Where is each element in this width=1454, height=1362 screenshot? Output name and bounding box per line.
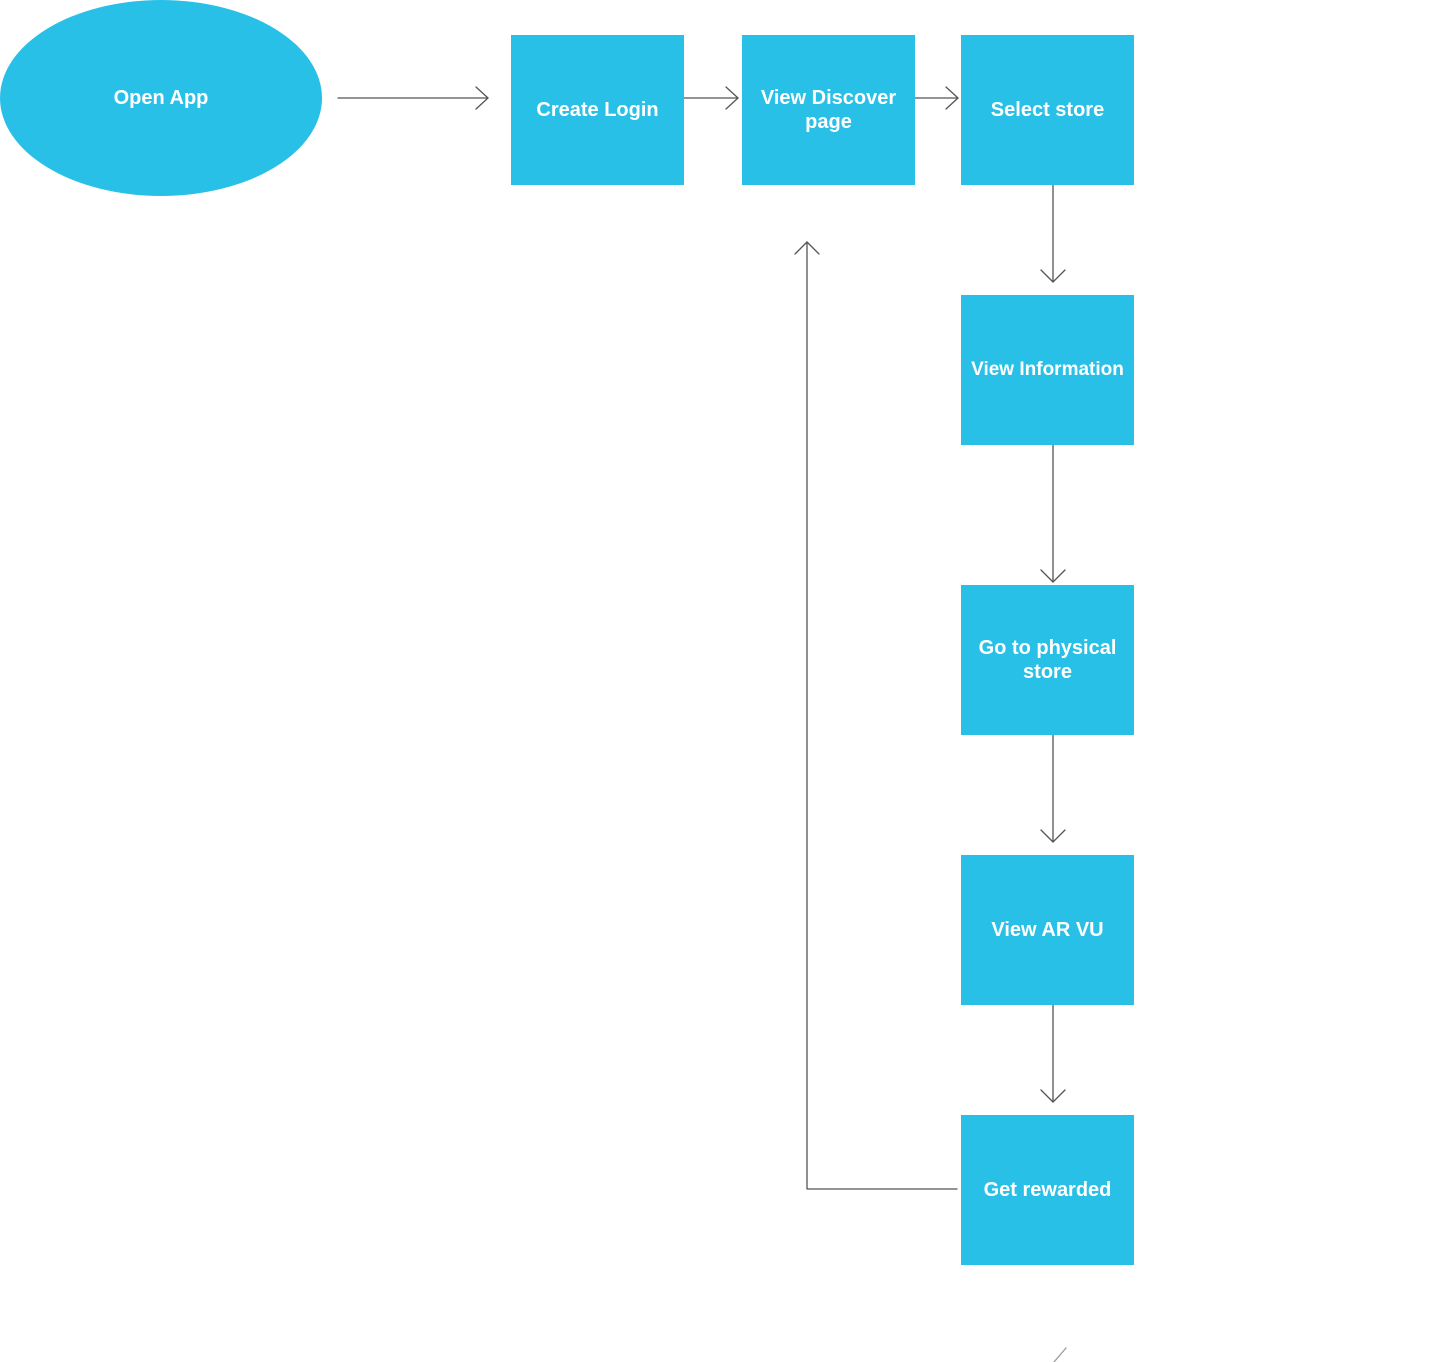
arrow-store-to-ar — [1040, 734, 1066, 843]
node-create-login[interactable]: Create Login — [511, 35, 684, 185]
node-view-information[interactable]: View Information — [961, 295, 1134, 445]
node-view-information-label: View Information — [971, 359, 1124, 380]
node-select-store[interactable]: Select store — [961, 35, 1134, 185]
node-open-app-label: Open App — [113, 87, 209, 109]
arrow-select-to-info — [1040, 184, 1066, 283]
arrow-info-to-store — [1040, 444, 1066, 583]
node-view-ar-vu[interactable]: View AR VU — [961, 855, 1134, 1005]
stray-connector-fragment — [1053, 1347, 1067, 1362]
node-view-discover-page-label: View Discover page — [760, 87, 897, 133]
node-view-ar-vu-label: View AR VU — [991, 919, 1104, 941]
node-get-rewarded[interactable]: Get rewarded — [961, 1115, 1134, 1265]
node-go-to-physical-store[interactable]: Go to physical store — [961, 585, 1134, 735]
arrow-open-to-login — [337, 86, 489, 110]
node-create-login-label: Create Login — [536, 99, 659, 121]
node-go-to-physical-store-label: Go to physical store — [978, 637, 1117, 683]
arrow-discover-to-select — [914, 86, 959, 110]
arrow-reward-loop-to-discover — [794, 241, 958, 1190]
arrow-login-to-discover — [683, 86, 739, 110]
arrow-ar-to-reward — [1040, 1004, 1066, 1103]
node-view-discover-page[interactable]: View Discover page — [742, 35, 915, 185]
node-select-store-label: Select store — [990, 99, 1105, 121]
node-open-app[interactable]: Open App — [0, 0, 322, 196]
node-get-rewarded-label: Get rewarded — [983, 1179, 1112, 1201]
